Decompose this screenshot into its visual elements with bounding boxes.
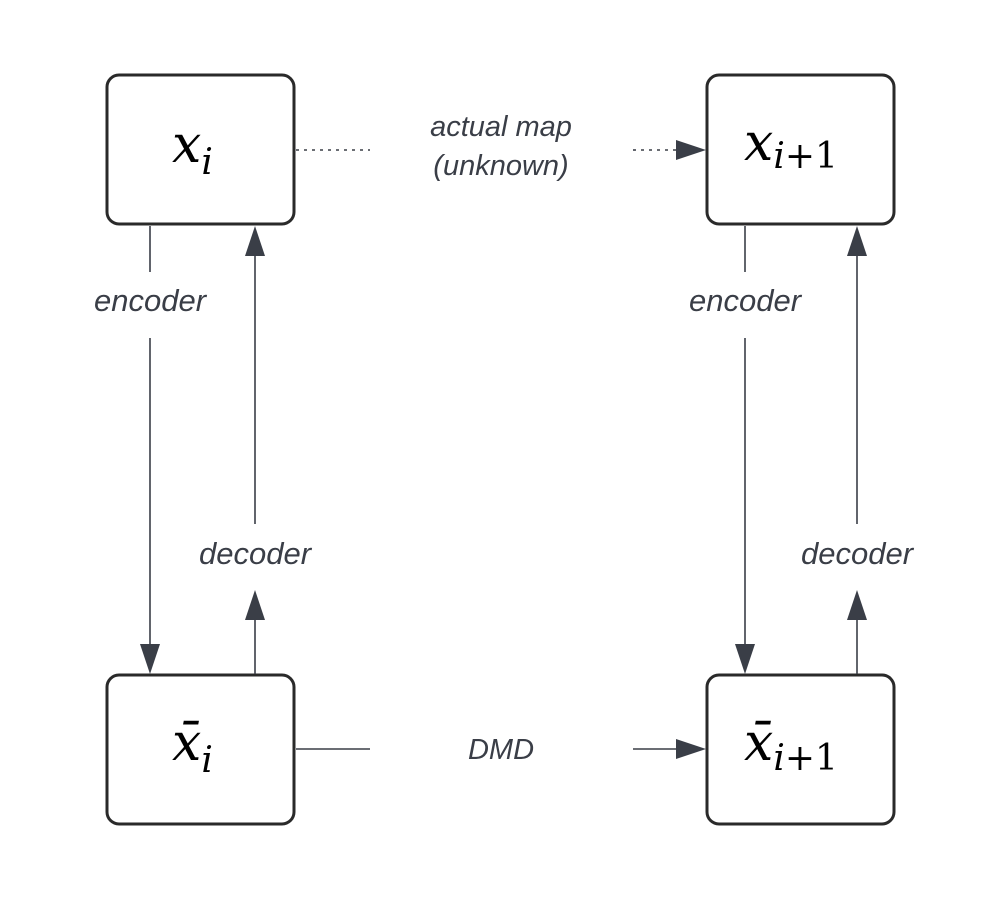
node-x-i-plus-1-box <box>705 73 896 226</box>
edge-encoder-right-label: encoder <box>689 283 803 318</box>
node-xbar-i-plus-1-subscript-rest: +1 <box>785 738 838 779</box>
node-x-i-label: xi <box>172 115 213 183</box>
node-xbar-i-symbol: x̄ <box>172 713 201 773</box>
edge-encoder-right-arrowhead <box>735 644 755 674</box>
edge-actual-map-arrowhead <box>676 140 706 160</box>
edge-encoder-left: encoder <box>94 226 208 674</box>
edge-encoder-left-label: encoder <box>94 283 208 318</box>
edge-actual-map-label-line1: actual map <box>430 111 572 143</box>
node-x-i-symbol: x <box>172 115 201 175</box>
edge-decoder-left-arrowhead-upper <box>245 226 265 256</box>
node-x-i: xi <box>105 73 296 226</box>
edge-dmd: DMD <box>296 734 706 766</box>
node-x-i-box <box>105 73 296 226</box>
edge-decoder-right-arrowhead-upper <box>847 226 867 256</box>
edge-dmd-label: DMD <box>468 734 534 766</box>
node-xbar-i: x̄i <box>105 673 296 826</box>
edge-actual-map: actual map (unknown) <box>296 111 706 182</box>
node-xbar-i-label: x̄i <box>172 713 213 781</box>
edge-decoder-right-label: decoder <box>801 536 915 571</box>
edge-encoder-right: encoder <box>689 226 803 674</box>
edge-decoder-left-label: decoder <box>199 536 313 571</box>
edge-decoder-left: decoder <box>199 226 313 674</box>
node-x-i-plus-1: xi+1 <box>705 73 896 226</box>
node-xbar-i-plus-1-symbol: x̄ <box>744 713 773 773</box>
node-x-i-plus-1-symbol: x <box>744 113 773 173</box>
edge-decoder-right: decoder <box>801 226 915 674</box>
node-x-i-plus-1-subscript-rest: +1 <box>785 136 838 177</box>
edge-decoder-right-arrowhead-lower <box>847 590 867 620</box>
edge-decoder-left-arrowhead-lower <box>245 590 265 620</box>
node-xbar-i-plus-1: x̄i+1 <box>705 673 896 826</box>
node-xbar-i-plus-1-label: x̄i+1 <box>744 713 838 779</box>
node-xbar-i-subscript: i <box>201 740 213 781</box>
node-xbar-i-plus-1-box <box>705 673 896 826</box>
edge-dmd-arrowhead <box>676 739 706 759</box>
node-x-i-plus-1-subscript-var: i <box>773 136 785 177</box>
node-x-i-plus-1-label: xi+1 <box>744 113 838 177</box>
node-xbar-i-box <box>105 673 296 826</box>
edge-encoder-left-arrowhead <box>140 644 160 674</box>
node-x-i-subscript: i <box>201 142 213 183</box>
edge-actual-map-label-line2: (unknown) <box>433 150 568 182</box>
node-xbar-i-plus-1-subscript-var: i <box>773 738 785 779</box>
